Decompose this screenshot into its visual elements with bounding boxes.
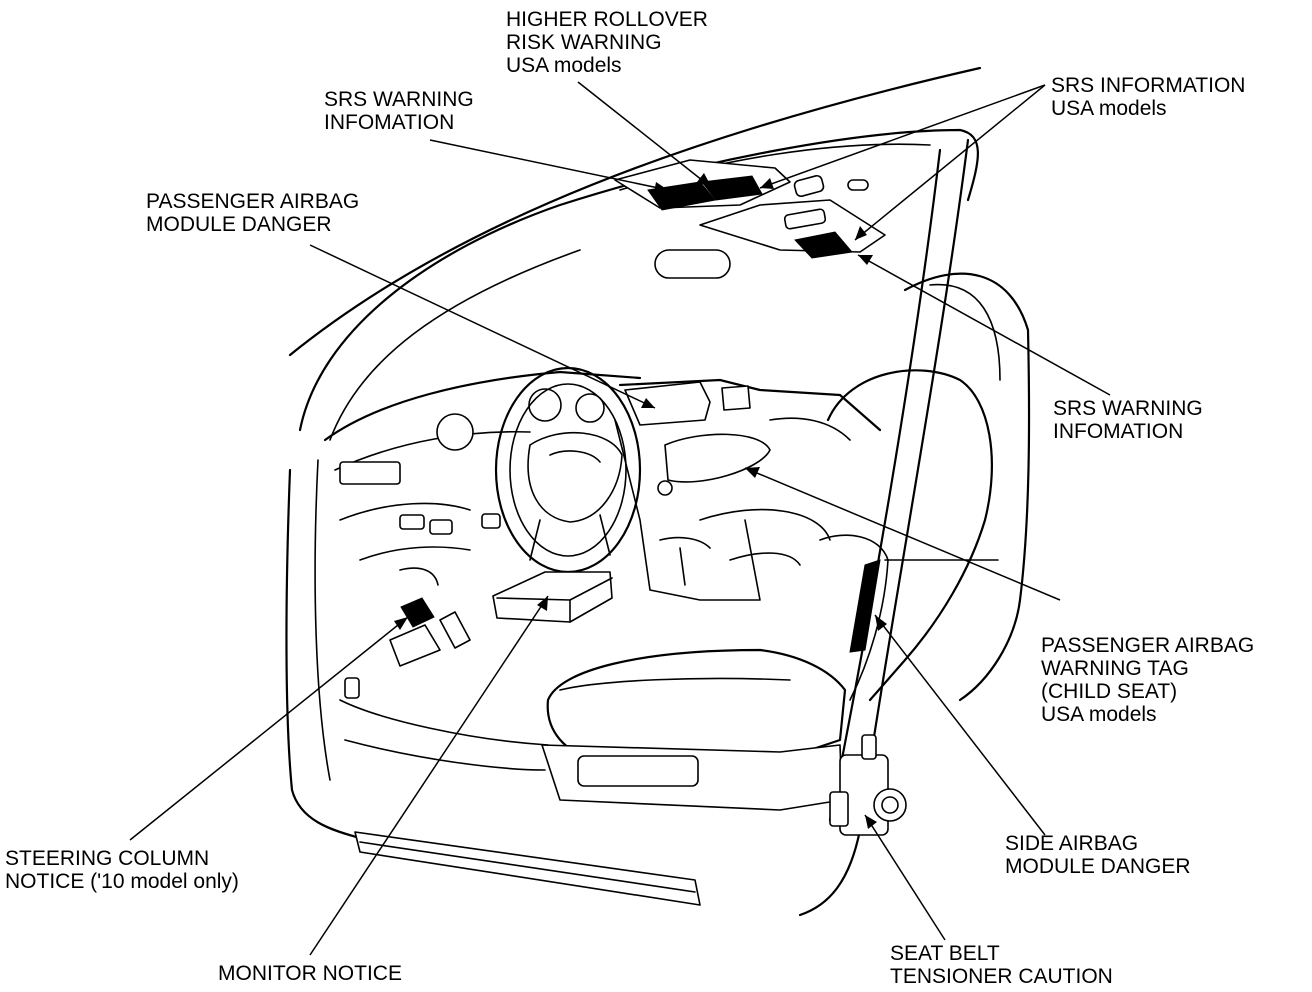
label-line: SRS WARNING <box>324 88 474 111</box>
dashboard <box>323 370 882 699</box>
patch-side-airbag <box>849 559 881 653</box>
label-line: STEERING COLUMN <box>5 847 210 870</box>
leader-srs-warning-top <box>429 139 669 191</box>
label-line: NOTICE ('10 model only) <box>5 870 239 893</box>
label-line: USA models <box>1051 97 1167 120</box>
leader-srs-information-a <box>854 84 1046 241</box>
passenger-seat <box>541 272 1031 811</box>
arrowheads <box>394 173 887 829</box>
label-higher-rollover-risk-warning: HIGHER ROLLOVER RISK WARNING USA models <box>506 8 708 77</box>
leader-steering-column <box>129 616 409 841</box>
leader-passenger-airbag-module <box>309 244 656 409</box>
label-line: SRS INFORMATION <box>1051 74 1246 97</box>
patch-srs-information-overhead <box>794 231 853 259</box>
steering-wheel <box>494 366 642 574</box>
floor-lines <box>339 508 831 771</box>
label-line: SRS WARNING <box>1053 397 1203 420</box>
label-line: MODULE DANGER <box>1005 855 1191 878</box>
label-side-airbag-module-danger: SIDE AIRBAG MODULE DANGER <box>1005 832 1191 878</box>
label-patches <box>400 175 881 823</box>
label-line: SEAT BELT <box>890 942 1000 965</box>
center-console <box>492 419 761 623</box>
label-line: MONITOR NOTICE <box>218 962 402 985</box>
label-line: PASSENGER AIRBAG <box>1041 634 1255 657</box>
leader-srs-warning-right <box>857 254 1111 396</box>
leader-side-airbag <box>874 614 1046 836</box>
leader-srs-information-b <box>759 84 1046 189</box>
label-line: TENSIONER CAUTION <box>890 965 1113 988</box>
label-seat-belt-tensioner-caution: SEAT BELT TENSIONER CAUTION <box>890 942 1113 988</box>
label-passenger-airbag-warning-tag: PASSENGER AIRBAG WARNING TAG (CHILD SEAT… <box>1041 634 1254 726</box>
patch-rollover-overhead <box>701 175 763 201</box>
label-srs-warning-overhead: SRS WARNING INFOMATION <box>324 88 474 134</box>
door-frame <box>285 138 970 917</box>
leader-passenger-airbag-tag <box>744 467 1061 601</box>
label-passenger-airbag-module-danger: PASSENGER AIRBAG MODULE DANGER <box>146 190 359 236</box>
leader-monitor-notice <box>309 595 549 956</box>
label-srs-information: SRS INFORMATION USA models <box>1051 74 1245 120</box>
label-line: INFOMATION <box>1053 420 1184 443</box>
label-steering-column-notice: STEERING COLUMN NOTICE ('10 model only) <box>5 847 239 893</box>
label-line: USA models <box>506 54 622 77</box>
patch-steering-column <box>400 597 435 628</box>
label-monitor-notice: MONITOR NOTICE <box>218 962 402 985</box>
label-srs-warning-right: SRS WARNING INFOMATION <box>1053 397 1203 443</box>
seat-belt-tensioner <box>829 734 907 836</box>
label-line: WARNING TAG <box>1041 657 1189 680</box>
label-line: MODULE DANGER <box>146 213 332 236</box>
label-line: PASSENGER AIRBAG <box>146 190 360 213</box>
label-line: SIDE AIRBAG <box>1005 832 1139 855</box>
leader-seat-belt <box>864 814 946 941</box>
label-line: HIGHER ROLLOVER <box>506 8 708 31</box>
leader-higher-rollover <box>577 81 713 189</box>
leader-lines <box>129 81 1111 956</box>
label-line: (CHILD SEAT) <box>1041 680 1178 703</box>
pedals <box>389 567 471 667</box>
label-line: INFOMATION <box>324 111 455 134</box>
label-line: RISK WARNING <box>506 31 662 54</box>
label-line: USA models <box>1041 703 1157 726</box>
